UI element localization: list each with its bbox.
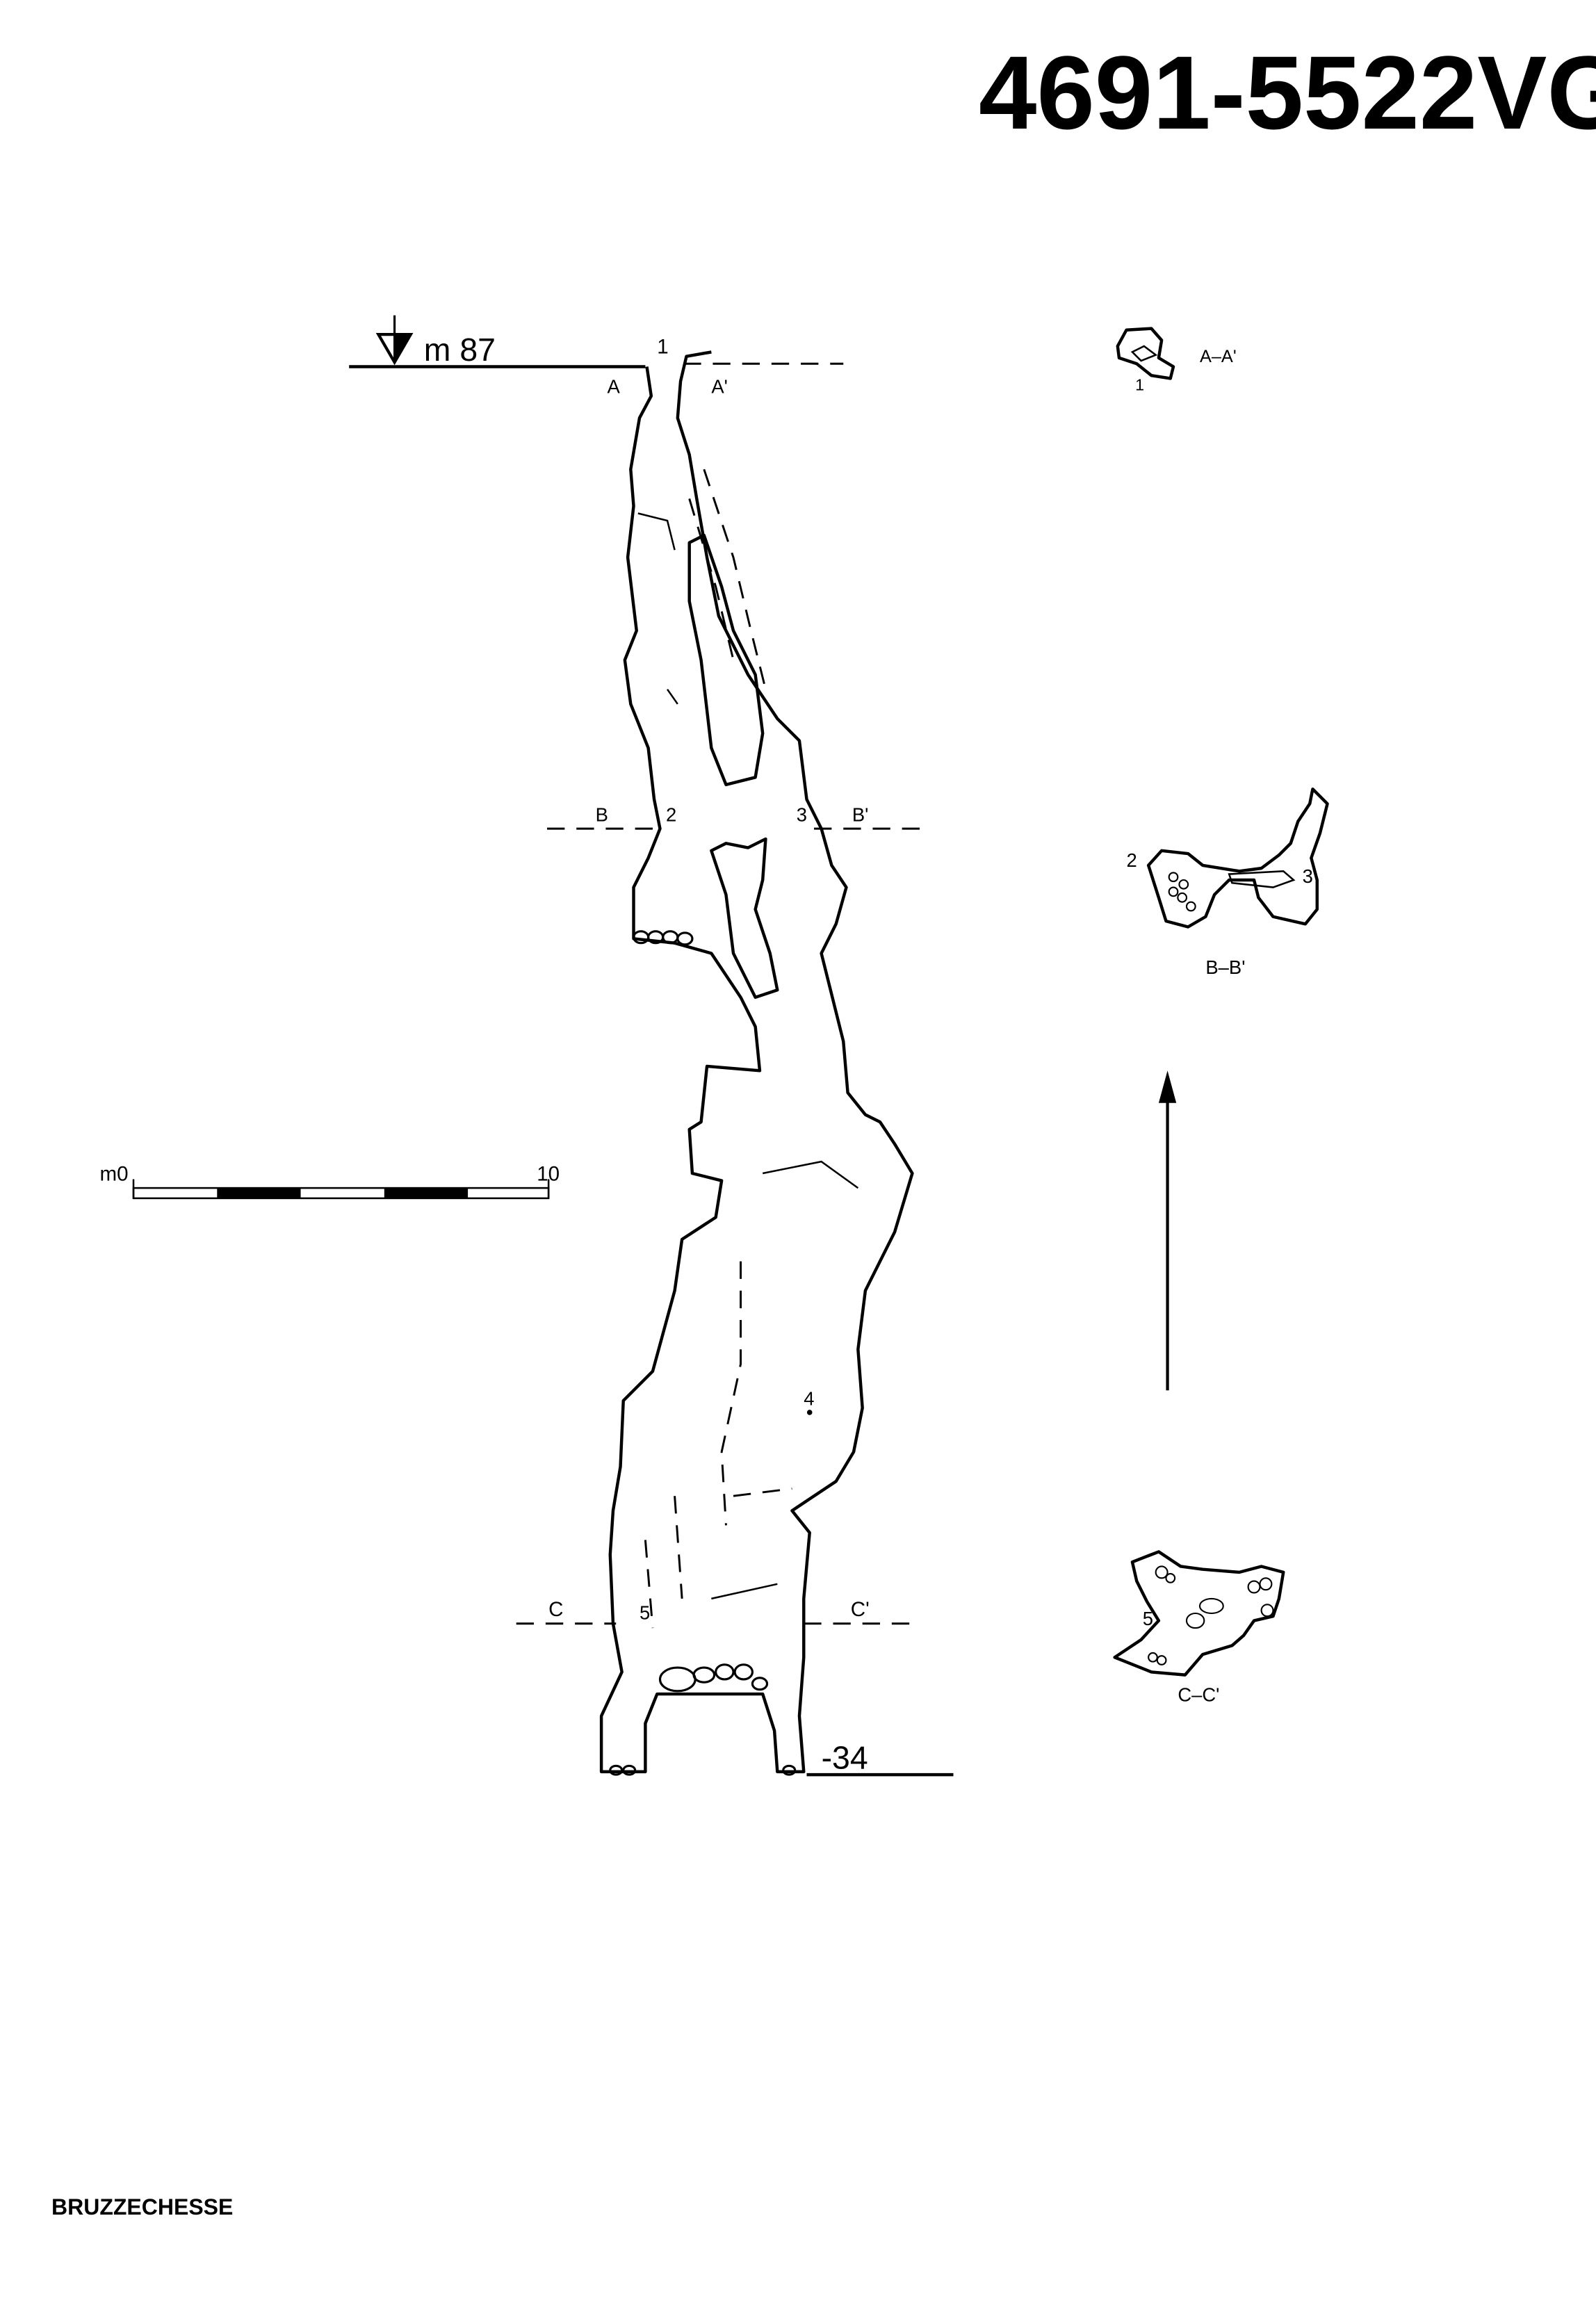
scale-bar bbox=[132, 1179, 550, 1200]
floor-detail bbox=[637, 512, 859, 1189]
section-b-label: B bbox=[596, 804, 608, 826]
cross-section-a: 1 A–A' bbox=[1116, 327, 1237, 393]
bottom-depth: -34 bbox=[822, 1740, 868, 1776]
station-3: 3 bbox=[797, 804, 807, 826]
section-b-title: B–B' bbox=[1205, 956, 1245, 978]
section-a-label: A bbox=[608, 375, 621, 397]
section-b-prime-label: B' bbox=[852, 804, 869, 826]
section-c-title: C–C' bbox=[1178, 1684, 1219, 1706]
scale-start-label: m0 bbox=[99, 1163, 128, 1186]
section-a-station-1: 1 bbox=[1135, 375, 1144, 393]
plan-view: m 87 A A' 1 B 2 3 B' 4 C 5 C' -34 bbox=[99, 315, 1329, 1777]
entrance-elevation: m 87 bbox=[424, 332, 496, 368]
section-c-station-5: 5 bbox=[1143, 1608, 1153, 1629]
upper-passage-dashed bbox=[688, 498, 735, 660]
north-arrow-icon bbox=[1158, 1070, 1177, 1391]
section-c-label: C bbox=[548, 1598, 563, 1621]
floor-detail bbox=[711, 1583, 778, 1600]
section-b-station-3: 3 bbox=[1303, 865, 1313, 887]
section-a-title: A–A' bbox=[1200, 347, 1237, 366]
cave-pillar bbox=[687, 533, 765, 787]
entrance-triangle-icon bbox=[375, 315, 414, 366]
scale-end-label: 10 bbox=[537, 1163, 560, 1186]
section-a-prime-label: A' bbox=[711, 375, 728, 397]
cave-pillar bbox=[710, 837, 779, 1000]
station-5: 5 bbox=[640, 1602, 650, 1623]
station-4: 4 bbox=[804, 1387, 814, 1409]
cave-name: BRUZZECHESSE bbox=[51, 2194, 233, 2219]
floor-step-dashed bbox=[644, 1261, 792, 1629]
cave-outline bbox=[599, 350, 914, 1774]
section-c-prime-label: C' bbox=[851, 1598, 870, 1621]
cross-section-c: 5 C–C' bbox=[1113, 1550, 1285, 1706]
cave-number-title: 4691-5522VG bbox=[979, 34, 1596, 151]
boulders bbox=[609, 930, 797, 1776]
upper-passage-dashed bbox=[703, 468, 767, 690]
cross-section-b: 2 3 B–B' bbox=[1126, 787, 1329, 978]
station-1: 1 bbox=[657, 336, 668, 359]
station-2: 2 bbox=[666, 804, 676, 826]
section-b-station-2: 2 bbox=[1126, 849, 1137, 871]
